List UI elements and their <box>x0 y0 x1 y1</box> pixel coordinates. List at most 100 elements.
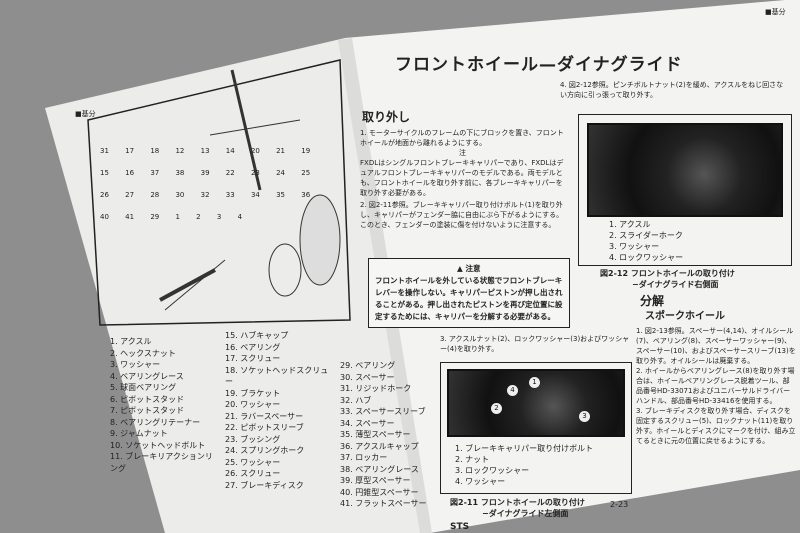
fig11-item: 4. ワッシャー <box>455 477 506 486</box>
diagram-label: 29 <box>150 213 160 221</box>
fig-subtitle: −ダイナグライド右側面 <box>632 280 719 289</box>
caution-line: 定するためには、キャリパーを分解する必要がある。 <box>375 312 555 321</box>
part-item: 25. ワッシャー <box>225 457 281 467</box>
diagram-label: 35 <box>276 191 286 199</box>
part-item: 30. スペーサー <box>340 372 395 382</box>
note-line: はデュアルフロントブレーキキャリパーのモデルである。両 <box>360 159 564 177</box>
diagram-labels: 31 17 18 12 13 14 20 21 19 15 16 37 38 3… <box>100 140 330 228</box>
fig12-item: 4. ロックワッシャー <box>609 253 684 262</box>
diagram-label: 26 <box>100 191 109 199</box>
part-item: 17. スクリュー <box>225 354 281 363</box>
callout-3: 3 <box>579 411 590 422</box>
part-item: 21. ラバースペーサー <box>225 411 304 421</box>
callout-2: 2 <box>491 403 502 414</box>
left-page <box>45 38 430 533</box>
fig-subtitle: −ダイナグライド左側面 <box>482 509 569 518</box>
part-item: 1. アクスル <box>110 337 152 346</box>
diagram-label: 2 <box>196 213 201 221</box>
part-item: 5. 球面ベアリング <box>110 383 177 392</box>
part-item: 18. ソケットヘッドスクリュー <box>225 365 329 387</box>
part-item: 8. ベアリングリテーナー <box>110 417 201 427</box>
note-label: 注 <box>459 149 466 157</box>
step-2: ようにする。このとき、フェンダーの塗装に傷を付けな <box>360 211 564 229</box>
disassembly-line: 号HD-33416を使用する。 <box>692 397 777 405</box>
disassembly-line: スクリュー(5)、ロックナット(11)を取り外す。ホイール <box>636 417 794 435</box>
part-item: 22. ピボットスリーブ <box>225 423 304 432</box>
exploded-diagram <box>159 69 341 311</box>
part-item: 20. ワッシャー <box>225 400 281 409</box>
step-3: 3. アクスルナット(2)、ロックワッシャー(3)およびワッシャー(4)を取り外… <box>440 334 630 354</box>
diagram-label: 31 <box>100 147 109 155</box>
parts-list-col2: 15. ハブキャップ 16. ベアリング 17. スクリュー 18. ソケットヘ… <box>225 330 335 491</box>
warning-icon: ▲ <box>457 264 463 273</box>
part-item: 19. ブラケット <box>225 388 281 398</box>
diagram-label: 30 <box>175 191 185 199</box>
subsection-spoke-wheel: スポークホイール <box>645 311 725 322</box>
diagram-label: 33 <box>225 191 235 199</box>
disassembly-line: ホイールベアリングレース脱着ツール、部品番号HD- <box>636 377 790 395</box>
right-header-tag: ■基分 <box>765 8 786 16</box>
fig-number: 図2-11 <box>450 498 479 507</box>
page-title: フロントホイール—ダイナグライド <box>395 55 683 75</box>
section-removal: 取り外し <box>362 110 411 124</box>
part-item: 24. スプリングホーク <box>225 446 305 455</box>
disassembly-line: 3. ブレーキディスクを取り外す場合、ディスクを固定する <box>636 407 791 425</box>
part-item: 10. ソケットヘッドボルト <box>110 440 206 450</box>
part-item: 23. ブッシング <box>225 434 281 444</box>
part-item: 11. ブレーキリアクションリング <box>110 452 213 473</box>
diagram-label: 34 <box>250 191 260 199</box>
front-wheel-photo-left: 1 2 3 4 <box>447 369 625 437</box>
left-footer-fragment: STS <box>450 522 470 532</box>
diagram-label: 4 <box>237 213 243 221</box>
step-3-line: シャー(4)を取り外す。 <box>440 335 630 353</box>
diagram-label: 19 <box>301 147 311 155</box>
fig12-item: 1. アクスル <box>609 220 651 229</box>
fig11-item: 3. ロックワッシャー <box>455 466 530 475</box>
figure-2-11: 1 2 3 4 1. ブレーキキャリパー取り付けボルト 2. ナット 3. ロッ… <box>440 362 632 494</box>
disassembly-line: に戻せるようにする。 <box>699 437 770 445</box>
part-item: 9. ジャムナット <box>110 429 168 438</box>
figure-2-12: 1. アクスル 2. スライダーホーク 3. ワッシャー 4. ロックワッシャー <box>578 114 792 266</box>
caution-line: レバーを操作しない。キャリパーピストンが押し出され <box>375 288 563 297</box>
diagram-label: 18 <box>150 147 160 155</box>
diagram-label: 13 <box>200 147 210 155</box>
diagram-label: 28 <box>150 191 160 199</box>
part-item: 41. フラットスペーサー <box>340 499 427 508</box>
part-item: 40. 円錐型スペーサー <box>340 487 419 497</box>
part-item: 35. 薄型スペーサー <box>340 430 411 439</box>
diagram-label: 36 <box>301 191 311 199</box>
disassembly-line: 2. ホイールからベアリングレース(8)を取り外す場合は、 <box>636 367 795 385</box>
step-4: 4. 図2-12参照。ピンチボルトナット(2)を緩め、アクスルをねじ回さない方向… <box>560 80 790 100</box>
left-header-tag: ■基分 <box>75 110 96 118</box>
section-disassembly: 分解 <box>640 294 665 308</box>
part-item: 15. ハブキャップ <box>225 331 289 340</box>
diagram-label: 20 <box>250 147 260 155</box>
fig-title: フロントホイールの取り付け <box>480 498 585 507</box>
fig-number: 図2-12 <box>600 269 629 278</box>
diagram-label: 12 <box>175 147 185 155</box>
diagram-label: 16 <box>125 169 135 177</box>
fig12-item: 3. ワッシャー <box>609 242 660 251</box>
diagram-label: 22 <box>225 169 235 177</box>
diagram-label: 37 <box>150 169 160 177</box>
diagram-label: 3 <box>216 213 222 221</box>
callout-4: 4 <box>507 385 518 396</box>
part-item: 33. スペーサースリーブ <box>340 407 426 416</box>
front-wheel-photo-right <box>587 123 783 217</box>
part-item: 26. スクリュー <box>225 469 281 478</box>
step-1: 1. モーターサイクルのフレームの下にブロックを置き、フロントホイールが地面から… <box>360 129 564 147</box>
diagram-label: 17 <box>125 147 135 155</box>
part-item: 16. ベアリング <box>225 342 281 352</box>
diagram-label: 27 <box>125 191 135 199</box>
disassembly-steps: 1. 図2-13参照。スペーサー(4,14)、オイルシール(7)、ベアリング(8… <box>636 326 796 446</box>
fig12-item: 2. スライダーホーク <box>609 231 683 240</box>
part-item: 39. 厚型スペーサー <box>340 476 411 485</box>
disassembly-line: ルは廃棄する。 <box>705 357 755 365</box>
caution-box: ▲ 注意 フロントホイールを外している状態でフロントブレーキ レバーを操作しない… <box>368 258 570 328</box>
step-2: 2. 図2-11参照。ブレーキキャリパー取り付けボルト(1)を取 <box>360 201 549 209</box>
diagram-label: 39 <box>200 169 210 177</box>
part-item: 4. ベアリングレース <box>110 371 184 381</box>
page-number: 2-23 <box>610 500 629 509</box>
disassembly-line: アリング(8)、スペーサーワッシャー(9)、スペーサー(10)、 <box>636 337 792 355</box>
caution-label: 注意 <box>465 264 481 273</box>
